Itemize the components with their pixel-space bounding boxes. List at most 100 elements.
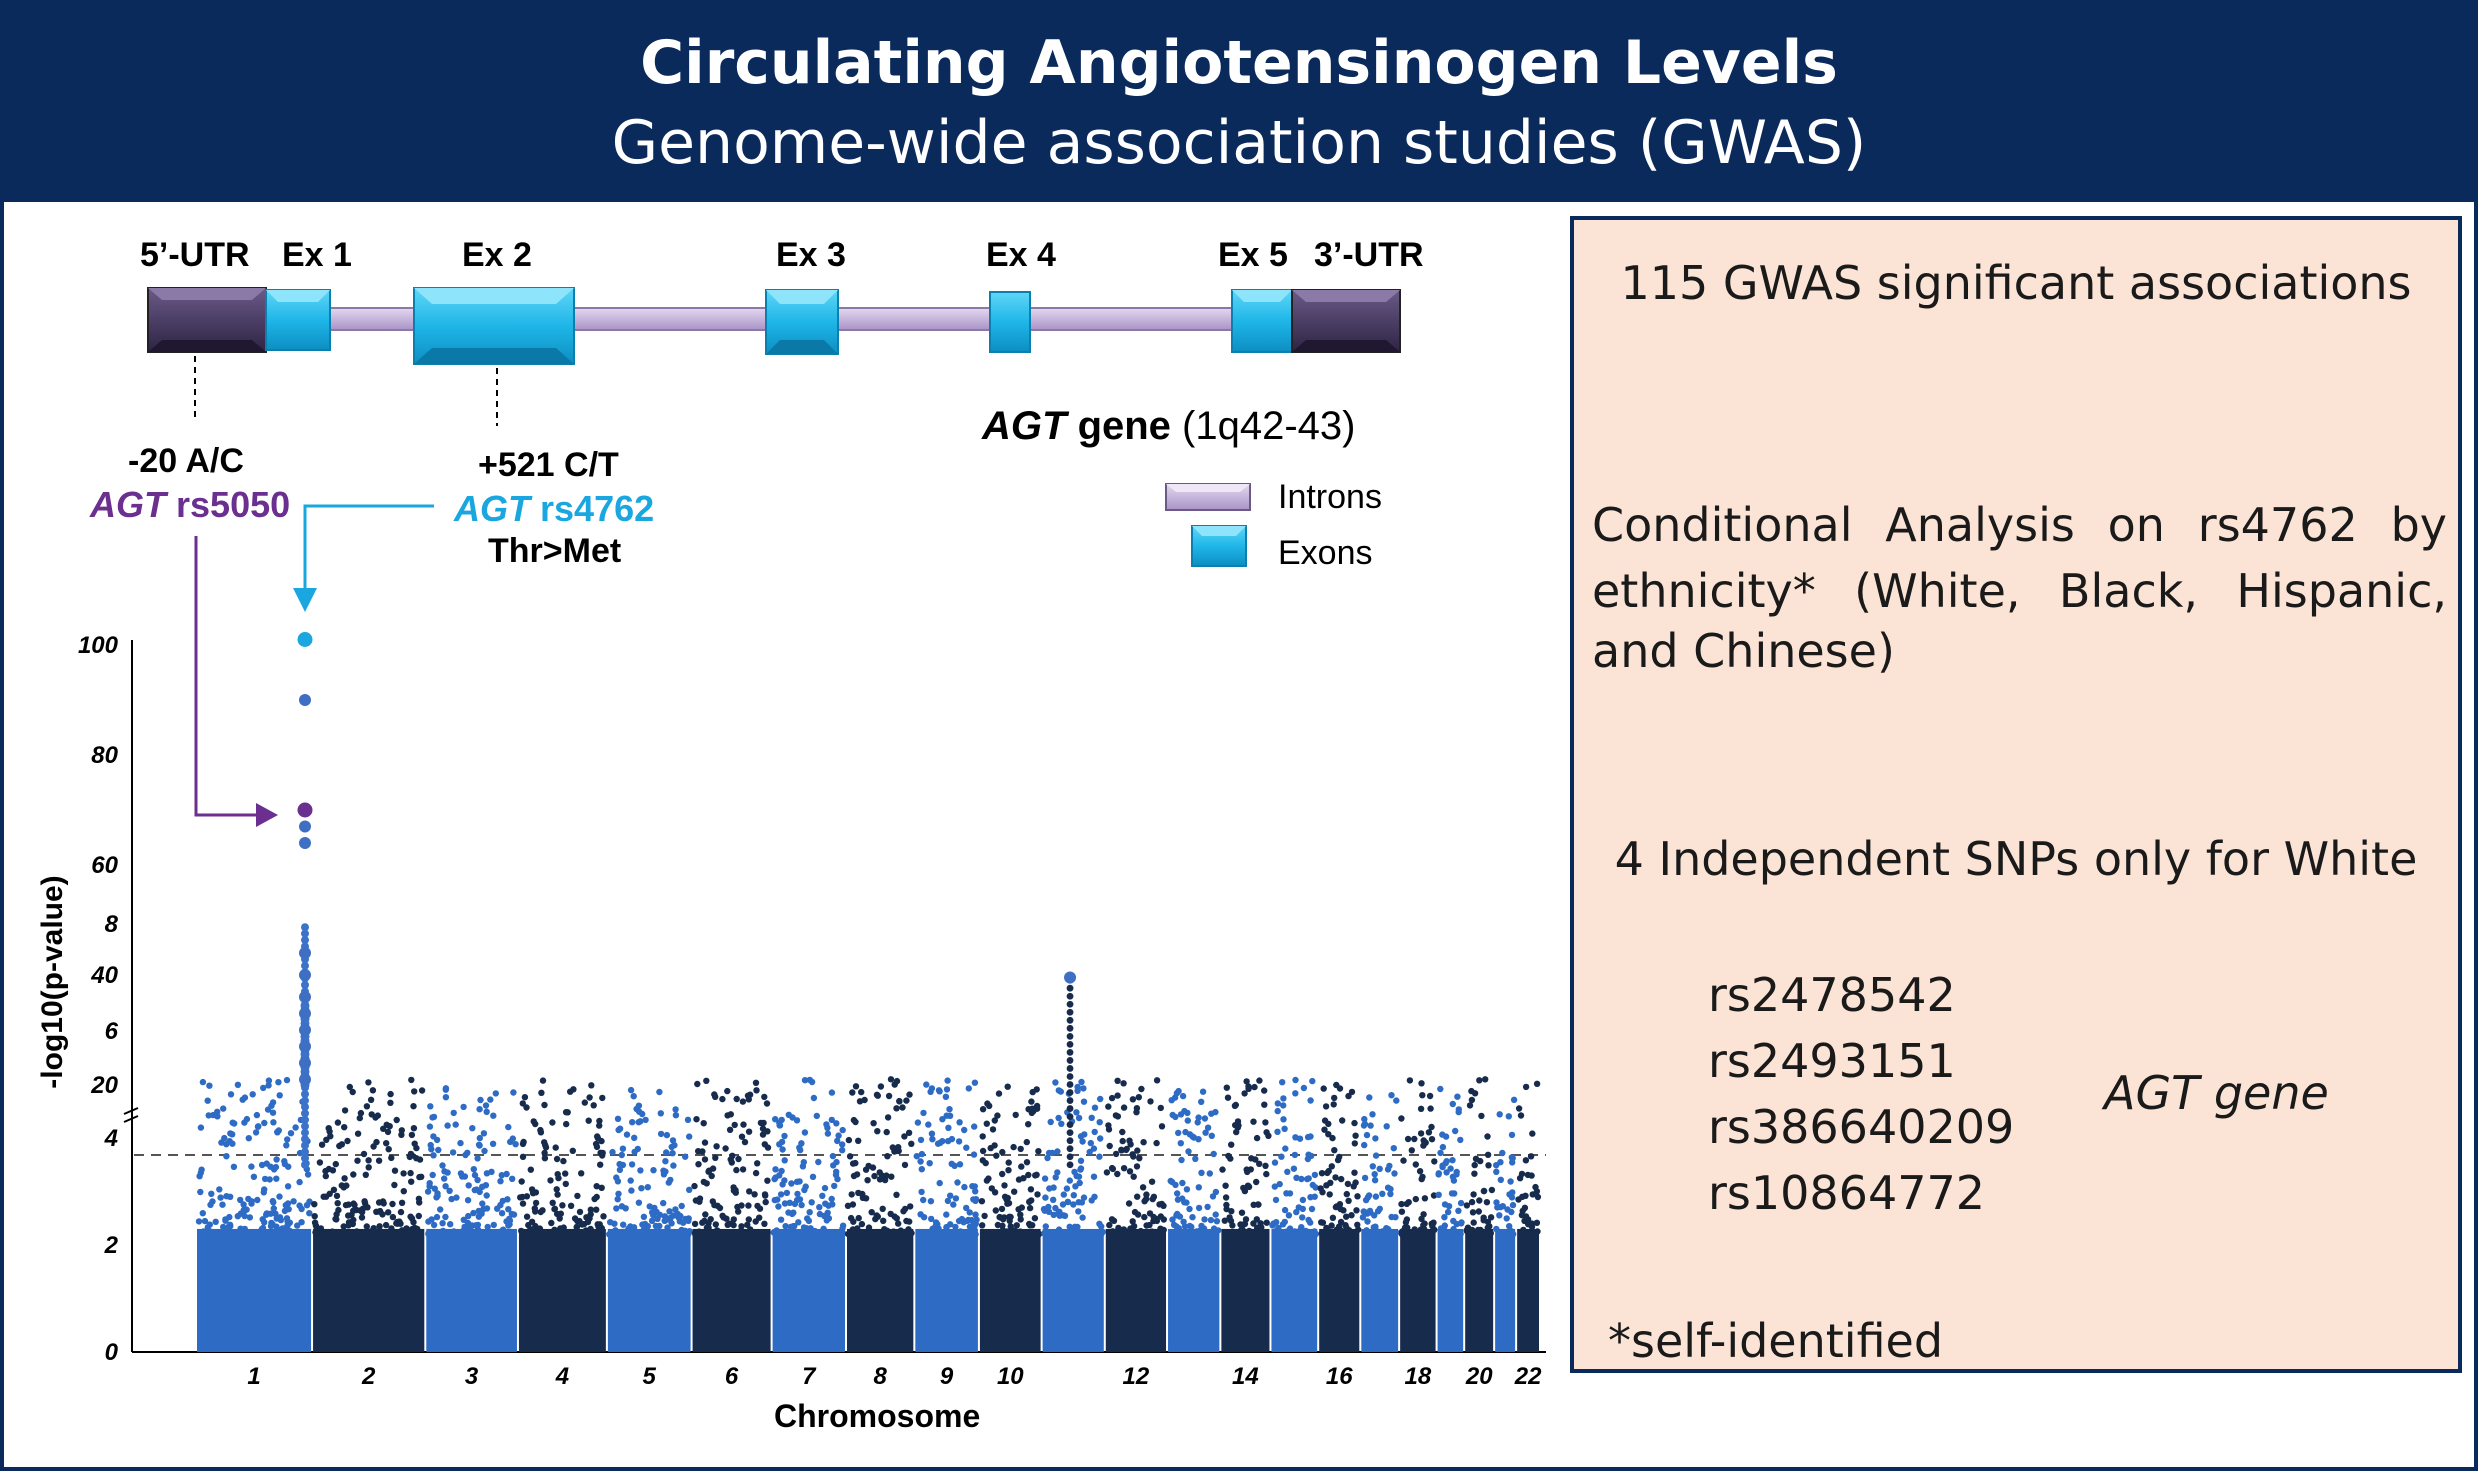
snp-point [918,1150,926,1158]
snp-point [1156,1230,1163,1238]
snp-point [1219,1166,1226,1173]
snp-point [519,1100,526,1107]
snp-point [1322,1103,1330,1110]
snp-point [304,1171,312,1178]
snp-point [746,1188,753,1195]
snp-point [1406,1077,1414,1084]
snp-point [1238,1209,1246,1216]
snp-point [801,1186,808,1194]
snp-point [740,1121,747,1128]
snp-point [712,1221,719,1228]
snp-point [350,1207,357,1215]
snp-point [1010,1143,1017,1151]
snp-point [939,1116,946,1123]
chromosome-band-22 [1517,1228,1539,1352]
snp-point [1281,1125,1288,1133]
snp-point [1469,1209,1477,1216]
snp-point [1066,1137,1074,1145]
x-tick-label: 2 [361,1363,376,1390]
snp-point [1447,1165,1454,1172]
snp-point [789,1230,796,1237]
snp-point [1508,1230,1515,1238]
snp-point [1304,1155,1312,1163]
snp-point [850,1218,857,1225]
snp-point [979,1147,987,1155]
manhattan-top-hits [297,632,1077,1086]
snp-point [1172,1181,1179,1189]
snp-point [338,1141,346,1148]
snp-point [1328,1163,1336,1170]
snp-point [681,1230,689,1238]
snp-point [1017,1145,1024,1153]
snp-point [1302,1227,1310,1235]
snp-point [1532,1229,1539,1237]
axis-break-mark [123,1107,139,1123]
snp-point [1337,1226,1344,1234]
snp-point [1351,1169,1358,1176]
snp-point [1298,1224,1305,1231]
snp-point [752,1169,760,1177]
snp-point [651,1204,658,1212]
snp-point [1298,1175,1305,1183]
snp-point [370,1143,377,1150]
snp-point [828,1195,835,1203]
snp-point [283,1215,291,1222]
snp-point [1428,1123,1435,1131]
snp-point [1017,1228,1024,1235]
snp-point [335,1231,342,1238]
chromosome-band-10 [979,1228,1041,1352]
snp-point [383,1140,390,1147]
snp-point [1477,1226,1484,1234]
snp-point [834,1137,841,1145]
snp-point [1331,1094,1338,1102]
chromosome-band-6 [692,1228,771,1352]
snp-point [578,1170,585,1177]
page-title: Circulating Angiotensinogen Levels [640,28,1838,98]
snp-point [1418,1080,1425,1087]
snp-point [1091,1104,1099,1111]
legend-exons-swatch [1191,525,1247,567]
snp-point [1156,1201,1163,1208]
snp-point [1300,1084,1308,1092]
snp-point [239,1096,246,1103]
snp-point [1114,1170,1121,1178]
snp-point [387,1099,394,1107]
snp-point [1194,1119,1201,1126]
snp-point [865,1224,873,1231]
snp-point [623,1131,631,1138]
snp-point [1150,1213,1157,1221]
snp-point [406,1153,413,1161]
snp-point [979,1106,987,1113]
snp-point [340,1223,347,1230]
snp-point [1114,1113,1122,1120]
snp-point [936,1179,943,1187]
snp-point [745,1096,752,1103]
snp-point [914,1119,922,1126]
snp-point [1201,1230,1208,1237]
snp-point [413,1144,420,1152]
snp-point [1453,1171,1460,1178]
snp-point [983,1120,990,1127]
snp-point [276,1230,283,1238]
legend-introns-swatch [1165,483,1251,511]
rs5050-arrowhead [256,803,278,827]
snp-point [1103,1169,1111,1176]
snp-point [882,1228,890,1235]
snp-point [831,1182,838,1190]
y-axis-label: -log10(p-value) [36,852,70,1112]
snp-point [729,1152,736,1160]
snp-point [878,1172,886,1179]
snp-point [1106,1142,1113,1150]
snp-point [839,1147,846,1154]
snp-point [1017,1211,1024,1218]
snp-point [791,1200,799,1208]
snp-point [301,1109,309,1118]
snp-point [1226,1214,1233,1221]
snp-point [1195,1184,1203,1191]
rs4762-arrow [303,504,434,592]
snp-point [343,1182,350,1189]
snp-point [407,1213,414,1220]
snp-point [895,1220,902,1227]
snp-point [816,1210,824,1218]
snp-point [225,1223,233,1230]
